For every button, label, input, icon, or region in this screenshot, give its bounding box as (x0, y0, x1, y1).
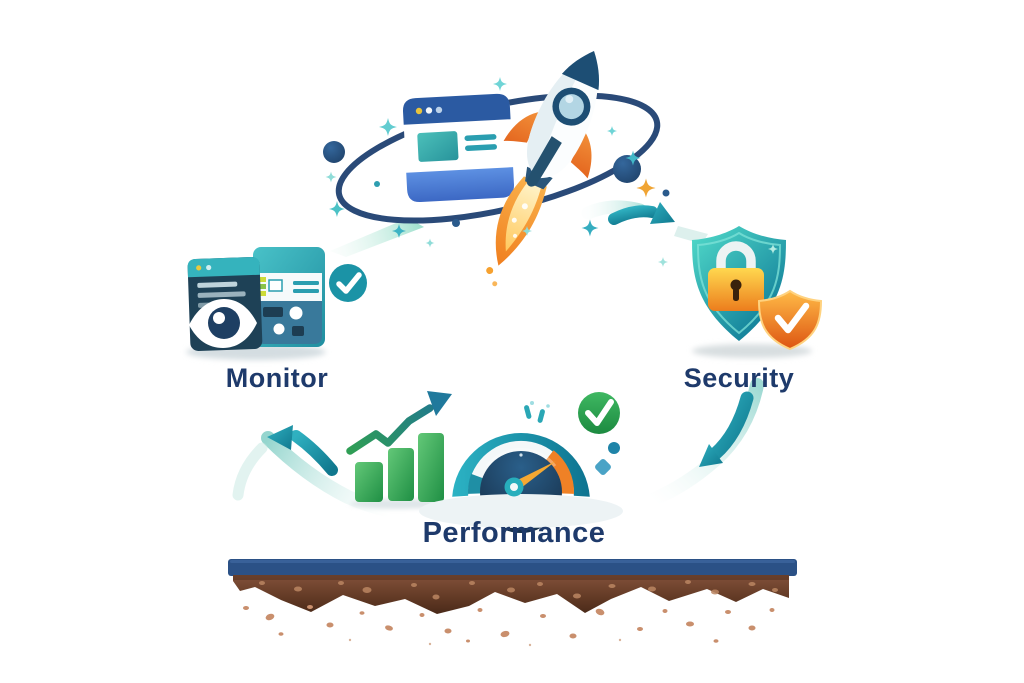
orbit-left-dot (323, 141, 345, 163)
arrow-performance-to-monitor (267, 425, 293, 450)
check-icon (336, 272, 362, 294)
soil-layer (233, 575, 789, 614)
monitor-check-badge (329, 264, 367, 302)
rocket-left-fin (503, 111, 541, 143)
performance-label: Performance (422, 517, 606, 549)
speedometer-icon (419, 401, 623, 533)
sparkles (325, 77, 670, 267)
orbit-planet-dot (613, 155, 641, 183)
rocket-launch-icon (486, 50, 600, 287)
security-check-badge (757, 289, 823, 351)
performance-icon (346, 391, 623, 533)
scattered-pebbles (243, 605, 775, 647)
monitor-label: Monitor (225, 363, 329, 393)
ground-surface-bar (228, 559, 797, 576)
monitor-to-launch-swoosh (330, 218, 424, 257)
soil-speckles (259, 580, 778, 600)
security-label: Security (683, 363, 795, 393)
launch-browser-window-icon (403, 93, 514, 203)
ground-cross-section (228, 559, 797, 647)
rocket-right-fin (570, 131, 592, 179)
check-icon (774, 302, 810, 334)
lock-shackle (716, 241, 756, 272)
rocket-center-fin (526, 136, 562, 187)
bar-chart-icon (355, 462, 383, 502)
trend-arrow (346, 404, 434, 455)
performance-check-badge (578, 392, 620, 434)
cycle-arrows (267, 202, 754, 476)
diamond-accent (595, 459, 611, 475)
rocket-nose-cone (561, 50, 600, 91)
arrow-launch-to-security (650, 202, 675, 224)
arrow-security-to-performance (699, 444, 723, 467)
orange-sparkle (636, 178, 656, 198)
monitor-icon (186, 247, 367, 360)
check-icon (585, 399, 614, 426)
security-icon (692, 226, 823, 358)
